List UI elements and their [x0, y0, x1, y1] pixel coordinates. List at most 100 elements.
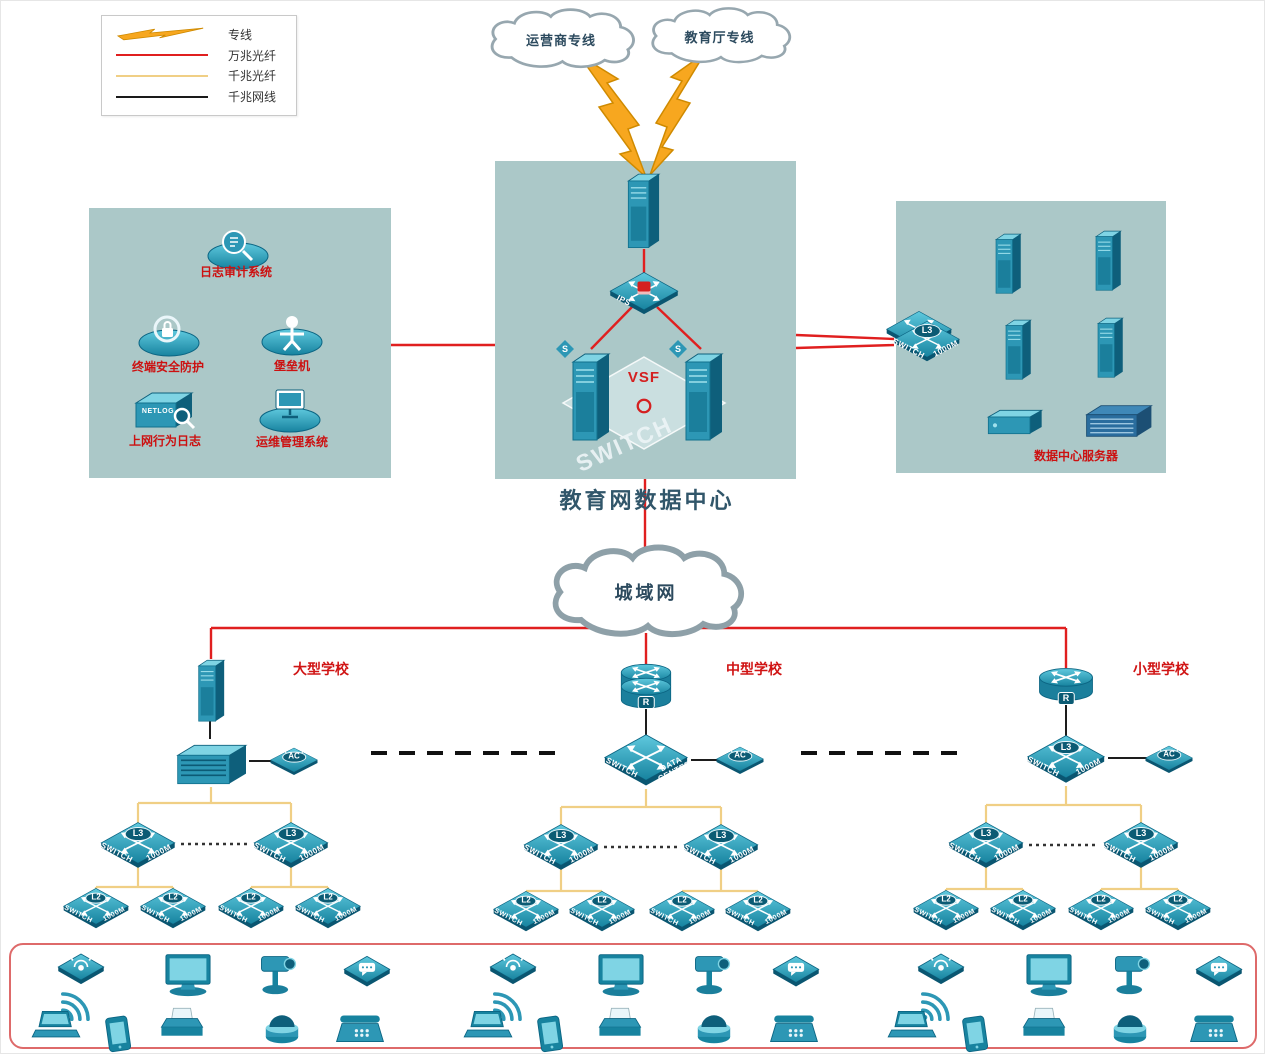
- medium-school-ac: AC: [715, 743, 765, 775]
- bastion-icon: [260, 309, 324, 357]
- l2-switch: L2 SWITCH 1000M: [61, 887, 131, 931]
- desktop-monitor-icon: [1023, 951, 1075, 997]
- ptz-camera-icon: [1110, 949, 1154, 999]
- l2-switch: L2 SWITCH 1000M: [491, 890, 561, 934]
- switch-model-badge: L3: [707, 829, 735, 843]
- firewall-device: [620, 169, 664, 251]
- l3-switch: L3 SWITCH 1000M: [946, 821, 1026, 871]
- l3-switch: L3 SWITCH 1000M: [681, 823, 761, 873]
- ips-device: IPS: [606, 271, 682, 317]
- l3-switch: L3 SWITCH 1000M: [98, 821, 178, 871]
- dc-server: [1085, 227, 1129, 293]
- switch-model-badge: L2: [591, 896, 613, 907]
- netlog-label: 上网行为日志: [128, 434, 201, 448]
- medium-school-label: 中型学校: [726, 661, 782, 677]
- switch-model-badge: L3: [1127, 827, 1155, 841]
- l2-switch: L2 SWITCH 1000M: [1143, 889, 1213, 933]
- medium-school-core-switch: SWITCH DATA CENTER: [600, 733, 693, 789]
- legend-label: 专线: [228, 27, 253, 42]
- l2-switch: L2 SWITCH 1000M: [216, 887, 286, 931]
- terminal-protect-icon: [137, 310, 201, 358]
- l2-switch: L2 SWITCH 1000M: [647, 890, 717, 934]
- dc-storage: [983, 407, 1047, 437]
- ips-indicator: [637, 281, 651, 295]
- netlog-icon: NETLOG: [130, 387, 198, 433]
- education-cloud: 教育厅专线: [642, 5, 797, 67]
- dome-camera-icon: [1110, 1009, 1150, 1045]
- dc-rack: [1083, 402, 1155, 440]
- switch-model-badge: L3: [972, 827, 1000, 841]
- laptop-icon: [29, 1008, 83, 1042]
- 1g-fiber-line-icon: [116, 74, 208, 77]
- smartphone-icon: [959, 1013, 991, 1053]
- laptop-icon: [461, 1008, 515, 1042]
- switch-model-badge: L3: [547, 829, 575, 843]
- legend-label: 千兆光纤: [228, 69, 277, 84]
- smartphone-icon: [534, 1013, 566, 1053]
- switch-model-badge: L2: [515, 896, 537, 907]
- netlog-badge: NETLOG: [141, 408, 175, 415]
- ac-badge: AC: [728, 751, 752, 762]
- switch-model-badge: L2: [747, 896, 769, 907]
- cloud-shape: [651, 7, 792, 64]
- switch-model-badge: L3: [1052, 740, 1080, 755]
- switch-model-badge: L3: [124, 827, 152, 841]
- dedicated-line-icon: [116, 28, 204, 41]
- dome-camera-icon: [694, 1009, 734, 1045]
- legend-item-1g-fiber: 千兆光纤: [112, 66, 286, 87]
- datacenter-title: 教育网数据中心: [559, 488, 735, 513]
- 10g-fiber-line-icon: [116, 54, 208, 57]
- l2-switch: L2 SWITCH 1000M: [293, 887, 363, 931]
- carrier-cloud: 运营商专线: [481, 6, 641, 72]
- l2-switch: L2 SWITCH 1000M: [988, 889, 1058, 933]
- switch-model-badge: L2: [1012, 895, 1034, 906]
- laptop-icon: [885, 1008, 939, 1042]
- vsf-ring-icon: [636, 398, 652, 414]
- small-school-label: 小型学校: [1133, 661, 1189, 677]
- l3-switch: L3 SWITCH 1000M: [251, 821, 331, 871]
- l2-switch: L2 SWITCH 1000M: [1066, 889, 1136, 933]
- cloud-shape: [490, 8, 635, 69]
- vsf-label: VSF: [627, 369, 661, 386]
- small-school-core-switch: L3 SWITCH 1000M: [1023, 734, 1109, 786]
- router-badge: R: [637, 695, 655, 709]
- medium-school-router: R: [618, 661, 674, 709]
- man-cloud-label: 城域网: [614, 583, 678, 603]
- desk-phone-icon: [768, 1011, 820, 1047]
- core-server-2: S: [669, 340, 726, 446]
- router-badge: R: [1057, 691, 1075, 705]
- wireless-ap-icon: [915, 947, 967, 987]
- desktop-monitor-icon: [595, 951, 647, 997]
- printer-icon: [158, 1003, 206, 1041]
- log-audit-label: 日志审计系统: [199, 265, 272, 279]
- cloud-shape: [552, 544, 745, 638]
- dc-server: [995, 316, 1039, 382]
- large-school-ac: AC: [269, 744, 319, 776]
- legend-item-dedicated: 专线: [112, 24, 286, 45]
- switch-model-badge: L2: [317, 893, 339, 904]
- ops-mgmt-icon: [258, 383, 322, 433]
- small-school-router: R: [1036, 665, 1096, 705]
- core-server-1: S: [556, 340, 613, 446]
- switch-model-badge: L2: [240, 893, 262, 904]
- legend-item-1g-copper: 千兆网线: [112, 86, 286, 107]
- wireless-ap-icon: [55, 947, 107, 987]
- dc-server: [1087, 314, 1131, 380]
- wireless-ap-icon: [487, 947, 539, 987]
- l2-switch: L2 SWITCH 1000M: [911, 889, 981, 933]
- desk-phone-icon: [334, 1011, 386, 1047]
- switch-model-badge: L2: [935, 895, 957, 906]
- ptz-camera-icon: [256, 949, 300, 999]
- l2-switch: L2 SWITCH 1000M: [723, 890, 793, 934]
- education-cloud-label: 教育厅专线: [684, 29, 755, 45]
- l3-switch: L3 SWITCH 1000M: [1101, 821, 1181, 871]
- ac-badge: AC: [282, 752, 306, 763]
- legend-label: 万兆光纤: [228, 48, 277, 63]
- ops-mgmt-label: 运维管理系统: [255, 435, 328, 449]
- server-zone-switch: L3 SWITCH 1000M: [891, 320, 963, 364]
- stack-dots: [181, 842, 1099, 849]
- printer-icon: [596, 1003, 644, 1041]
- man-cloud: 城域网: [541, 542, 751, 642]
- 1g-copper-line-icon: [116, 95, 208, 98]
